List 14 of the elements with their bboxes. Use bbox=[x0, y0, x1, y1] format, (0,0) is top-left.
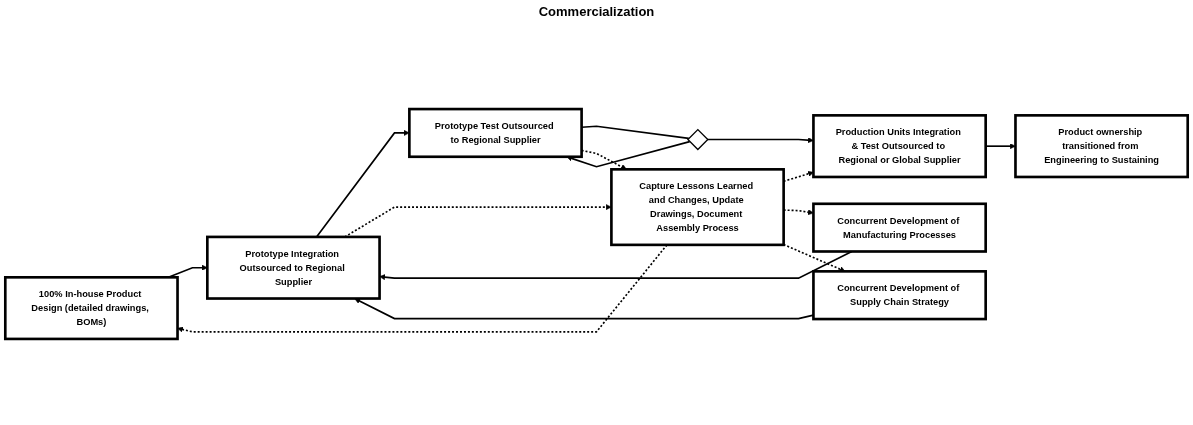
node-box: Product ownership transitioned from Engineering to Sustaining bbox=[1014, 114, 1190, 179]
node-box: 100% In-house Product Design (detailed drawings, BOMs) bbox=[3, 276, 179, 341]
node-diamond bbox=[686, 128, 709, 151]
node-box: Prototype Test Outsourced to Regional Supplier bbox=[408, 107, 583, 159]
note-text: Commercialization bbox=[538, 4, 655, 19]
node-box: Concurrent Development of Manufacturing Processes bbox=[812, 202, 987, 253]
node-box: Capture Lessons Learned and Changes, Update Drawings, Document Assembly Process bbox=[610, 168, 785, 247]
arrow bbox=[177, 244, 668, 333]
node-box: Prototype Integration Outsourced to Regional Supplier bbox=[206, 235, 381, 300]
node-box: Concurrent Development of Supply Chain Strategy bbox=[812, 270, 987, 321]
arrow bbox=[706, 137, 814, 144]
node-box: Production Units Integration & Test Outsourced to Regional or Global Supplier bbox=[812, 114, 987, 179]
arrow bbox=[782, 243, 846, 272]
arrow bbox=[566, 140, 691, 168]
